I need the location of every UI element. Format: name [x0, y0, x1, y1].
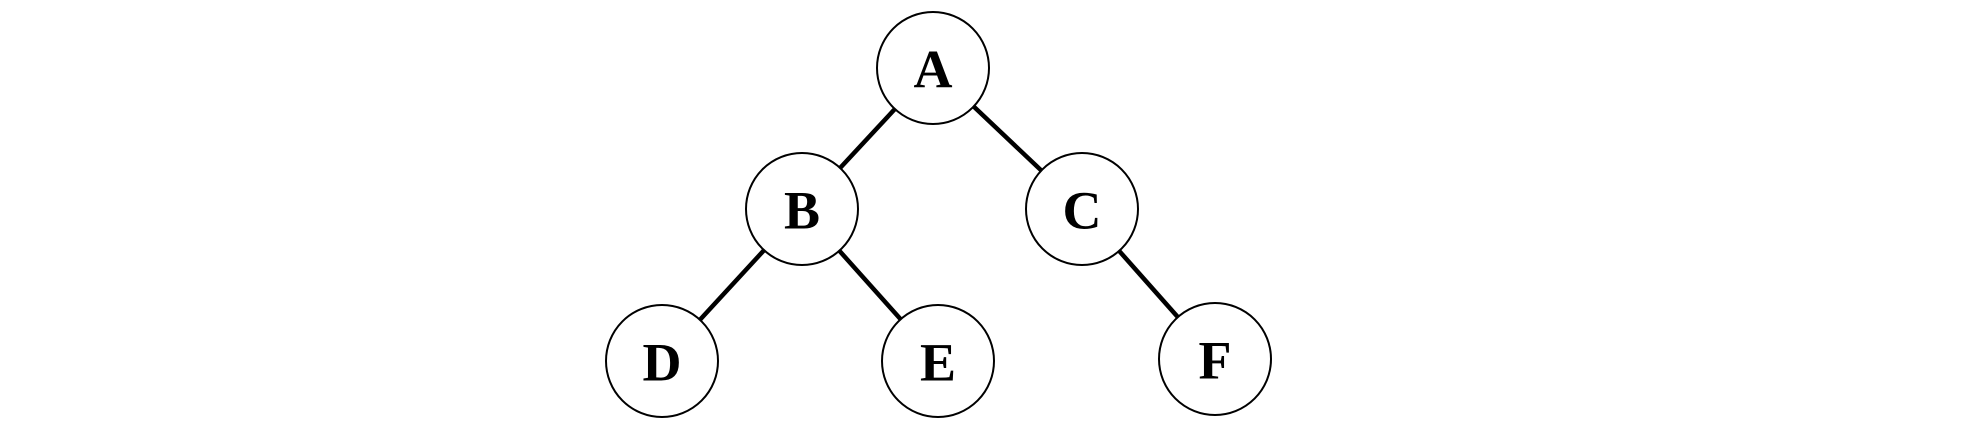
node-label-e: E — [920, 332, 956, 392]
node-label-d: D — [643, 332, 682, 392]
node-circle-c — [1025, 152, 1139, 266]
node-circle-d — [605, 304, 719, 418]
tree-node-d: D — [605, 304, 719, 418]
node-circle-b — [745, 152, 859, 266]
tree-node-f: F — [1158, 302, 1272, 416]
node-circle-a — [876, 11, 990, 125]
tree-node-a: A — [876, 11, 990, 125]
node-label-c: C — [1063, 180, 1102, 240]
tree-node-e: E — [881, 304, 995, 418]
node-label-a: A — [914, 39, 953, 99]
nodes-layer: A B C D E F — [605, 11, 1272, 418]
node-label-b: B — [784, 180, 820, 240]
tree-node-b: B — [745, 152, 859, 266]
node-circle-e — [881, 304, 995, 418]
tree-node-c: C — [1025, 152, 1139, 266]
node-label-f: F — [1199, 330, 1232, 390]
node-circle-f — [1158, 302, 1272, 416]
